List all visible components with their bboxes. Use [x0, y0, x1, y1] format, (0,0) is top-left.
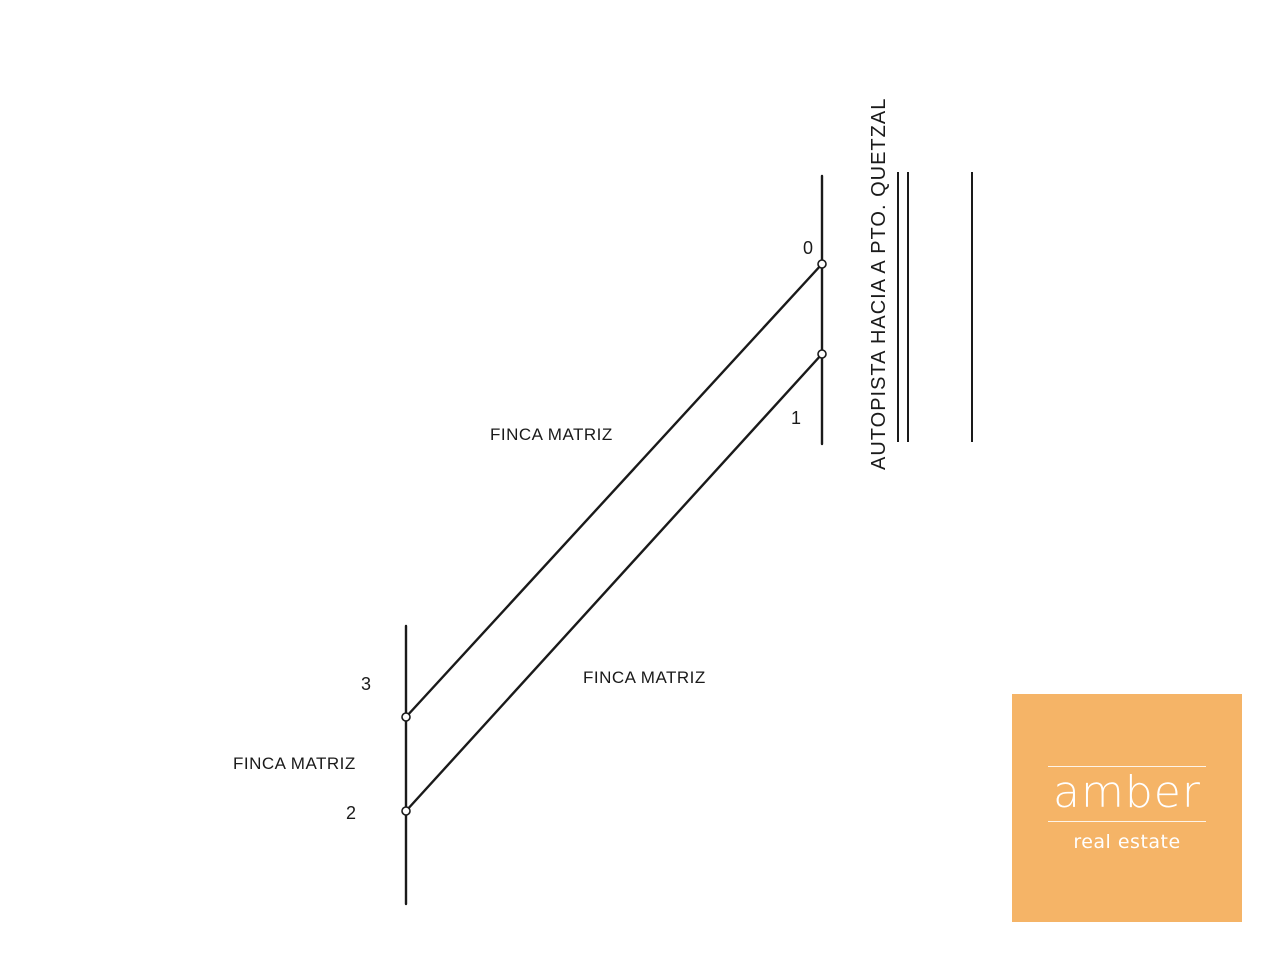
- boundary-line-1-2: [404, 352, 824, 813]
- logo-tagline: real estate: [1073, 831, 1181, 853]
- point-label-1: 1: [791, 408, 801, 428]
- logo-top-rule: [1048, 766, 1206, 767]
- vertex-1-marker: [817, 349, 827, 359]
- area-label-left: FINCA MATRIZ: [233, 754, 356, 773]
- area-label-top: FINCA MATRIZ: [490, 425, 613, 444]
- amber-logo-box: amber real estate: [1012, 694, 1242, 922]
- area-label-bottom: FINCA MATRIZ: [583, 668, 706, 687]
- vertex-3-marker: [401, 712, 411, 722]
- vertex-2-marker: [401, 806, 411, 816]
- boundary-line-0-3: [404, 262, 824, 719]
- point-label-0: 0: [803, 238, 813, 258]
- point-label-3: 3: [361, 674, 371, 694]
- point-label-2: 2: [346, 803, 356, 823]
- vertex-0-marker: [817, 259, 827, 269]
- highway-label: AUTOPISTA HACIA A PTO. QUETZAL: [868, 98, 890, 470]
- logo-bottom-rule: [1048, 821, 1206, 822]
- logo-brand-name: amber: [1053, 767, 1201, 818]
